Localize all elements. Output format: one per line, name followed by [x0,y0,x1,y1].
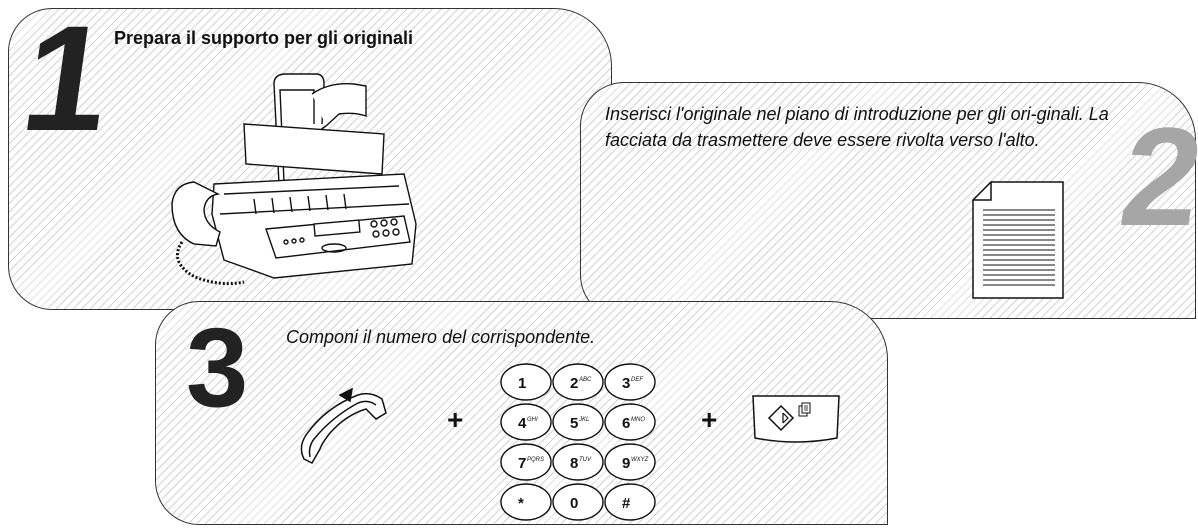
step-number-3: 3 [186,305,249,430]
step-3-panel: 3 Componi il numero del corrispondente. … [155,301,888,525]
step-2-instruction: Inserisci l'originale nel piano di intro… [605,104,1109,150]
keypad-key-digit: 5 [570,415,578,432]
keypad-key-digit: 1 [518,375,526,392]
step-number-1: 1 [13,0,121,162]
step-1-panel: 1 Prepara il supporto per gli originali [8,0,612,310]
keypad-key-digit: 6 [622,415,630,432]
keypad-key-letters: DEF [631,377,643,383]
plus-sign-2: + [701,404,718,435]
handset-icon [300,387,387,464]
plus-sign-1: + [447,404,464,435]
step-2-panel: Inserisci l'originale nel piano di intro… [580,82,1198,319]
keypad-key-digit: 2 [570,375,578,392]
keypad-key-1: 1 [500,363,552,401]
keypad-key-digit: 7 [518,455,526,472]
step-3-instruction: Componi il numero del corrispondente. [286,327,596,347]
keypad-key-star: * [500,483,552,521]
keypad-key-letters: JKL [578,417,589,423]
keypad-key-0: 0 [552,483,604,521]
keypad-key-digit: 9 [622,455,630,472]
keypad-key-digit: # [622,495,631,512]
fax-machine-illustration [171,73,417,286]
keypad-key-letters: GHI [527,417,538,423]
keypad-key-letters: PQRS [527,457,544,463]
step-1-title: Prepara il supporto per gli originali [114,28,414,48]
keypad-key-digit: * [518,495,524,512]
step-number-2: 2 [1112,98,1198,255]
start-button-icon [752,395,840,443]
keypad-key-letters: TUV [579,457,592,463]
keypad-key-letters: WXYZ [631,457,649,463]
keypad-key-letters: ABC [578,377,592,383]
keypad-key-letters: MNO [631,417,645,423]
keypad-key-hash: # [604,483,656,521]
keypad-key-digit: 0 [570,495,578,512]
keypad-key-digit: 4 [518,415,527,432]
keypad-key-digit: 3 [622,375,630,392]
document-icon [972,181,1064,299]
keypad-key-digit: 8 [570,455,578,472]
